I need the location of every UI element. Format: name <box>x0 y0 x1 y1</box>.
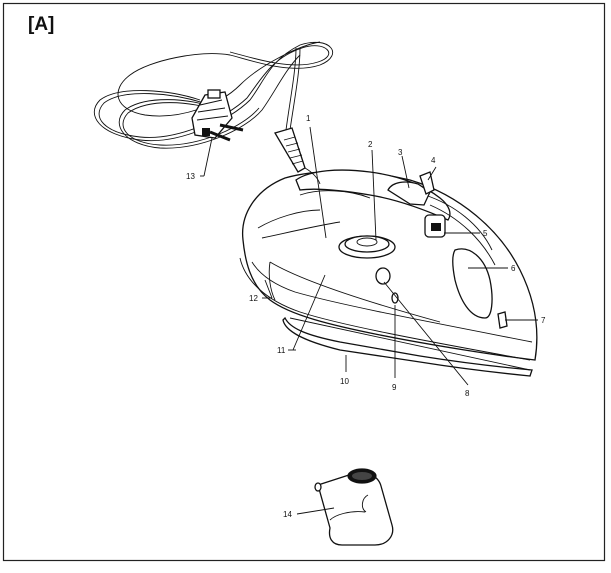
water-level-indicator <box>391 292 399 304</box>
callout-10: 10 <box>340 377 349 386</box>
water-fill-cap <box>375 267 391 285</box>
callout-13: 13 <box>186 172 195 181</box>
diagram-border <box>2 2 606 562</box>
callout-11: 11 <box>277 346 286 355</box>
callout-12: 12 <box>249 294 258 303</box>
panel-label: [A] <box>28 14 55 35</box>
callout-8: 8 <box>465 389 470 398</box>
cord-strain-relief <box>274 127 306 173</box>
callout-3: 3 <box>398 148 403 157</box>
descaling-accessory <box>314 468 394 546</box>
callout-1: 1 <box>306 114 311 123</box>
callout-14: 14 <box>283 510 292 519</box>
callout-9: 9 <box>392 383 397 392</box>
iron-housing <box>241 170 538 361</box>
leader-lines <box>200 126 538 515</box>
spray-button <box>419 171 435 195</box>
callout-7: 7 <box>541 316 546 325</box>
callout-4: 4 <box>431 156 436 165</box>
callout-2: 2 <box>368 140 373 149</box>
soleplate <box>282 316 533 377</box>
spray-nozzle <box>497 311 508 329</box>
callout-numbers: 1 2 3 4 5 6 7 8 9 10 11 12 13 14 <box>186 114 546 519</box>
water-tank <box>452 248 493 319</box>
power-plug <box>191 89 244 142</box>
callout-6: 6 <box>511 264 516 273</box>
steam-iron <box>239 167 538 377</box>
steam-burst-button <box>387 181 431 206</box>
callout-5: 5 <box>483 229 488 238</box>
